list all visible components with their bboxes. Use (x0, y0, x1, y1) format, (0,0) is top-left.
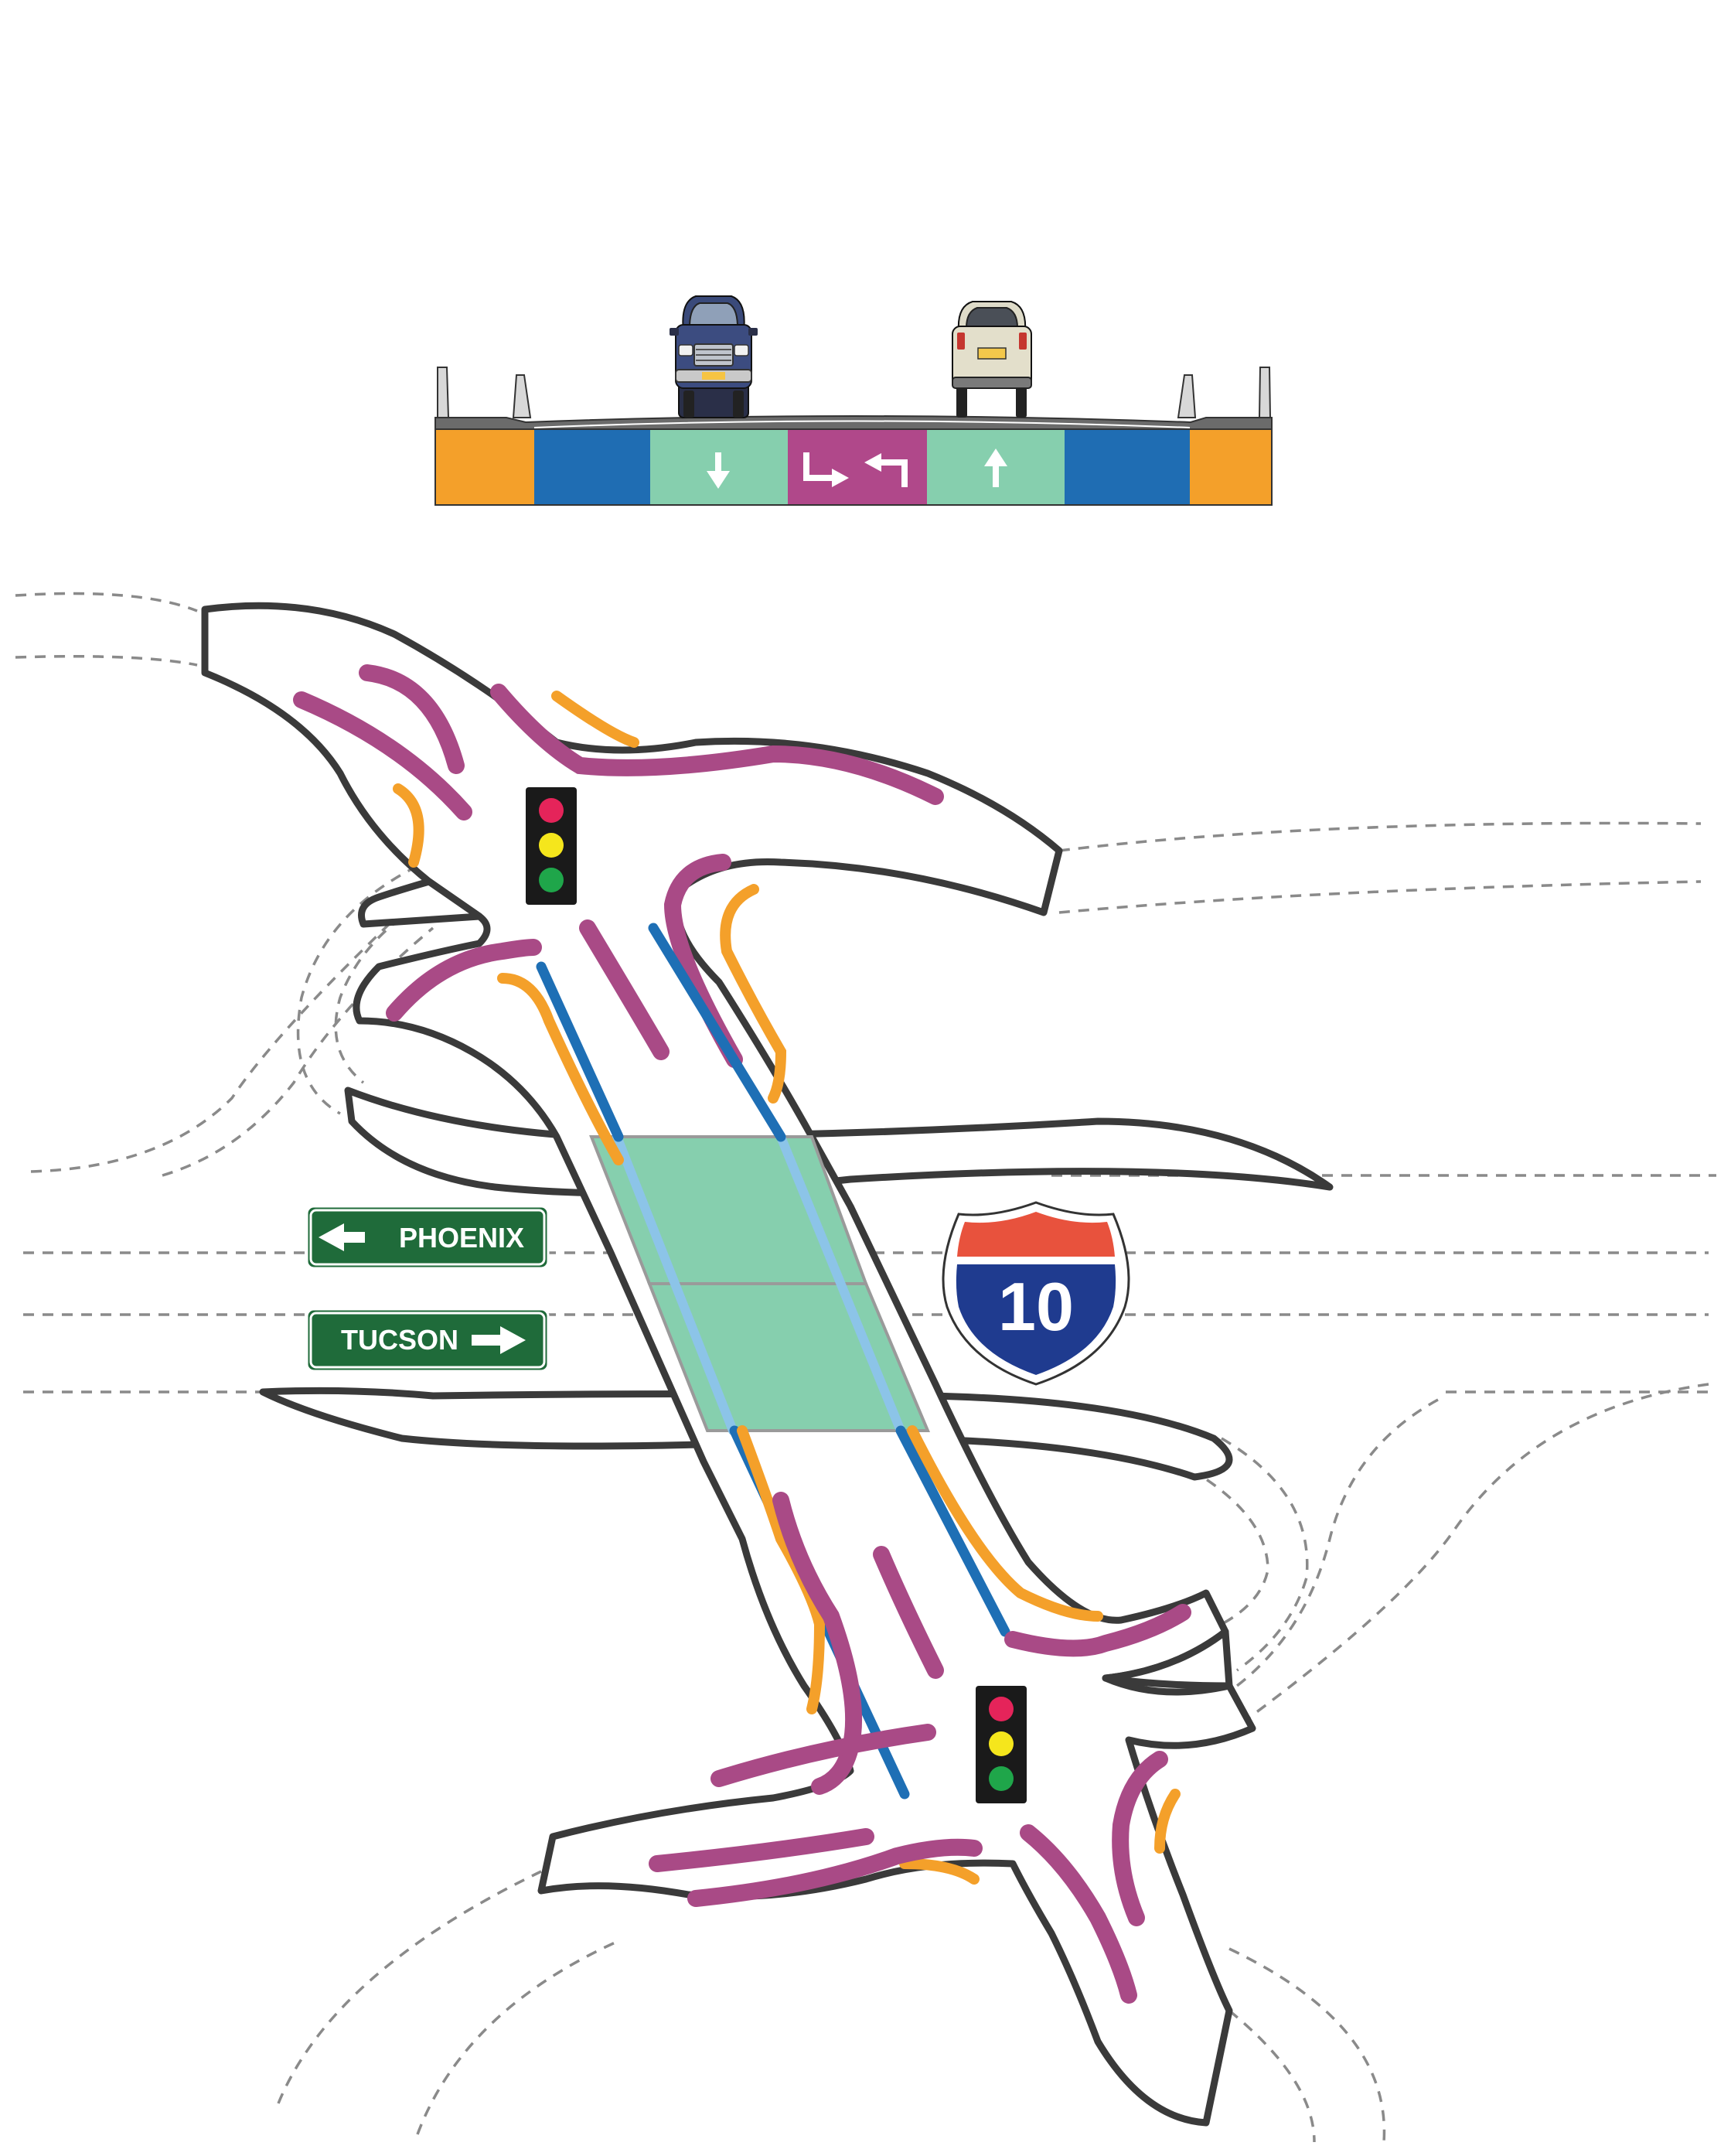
shield-number: 10 (998, 1268, 1074, 1345)
traffic-signal-lower-icon (976, 1686, 1027, 1803)
ramp-upper (344, 1087, 1334, 1197)
spur-lower-right (1102, 1628, 1233, 1690)
sign-phoenix: PHOENIX (305, 1205, 550, 1270)
dashed-road-lines (15, 592, 1716, 2143)
sign-tucson-label: TUCSON (341, 1324, 458, 1356)
interstate-10-shield: 10 (942, 1201, 1130, 1386)
van-rear-view-icon (952, 301, 1032, 418)
sign-phoenix-label: PHOENIX (399, 1222, 524, 1254)
xs-bike-lane-left (534, 429, 650, 505)
road-cross-section (434, 295, 1273, 506)
sign-tucson: TUCSON (305, 1308, 550, 1373)
xs-sidewalk-left (435, 429, 534, 505)
xs-barrier-left-outer (437, 367, 450, 418)
xs-bike-lane-right (1065, 429, 1190, 505)
lane-markings (293, 664, 1191, 2004)
xs-barrier-left-inner (512, 374, 532, 418)
xs-arrow-up-icon (984, 449, 1007, 487)
spur-upper-left (358, 878, 483, 928)
xs-sidewalk-right (1190, 429, 1272, 505)
xs-turn-arrows-icon (803, 452, 908, 487)
arrow-left-icon (319, 1223, 365, 1251)
xs-road-surface (434, 415, 1273, 430)
suv-front-view-icon (670, 295, 758, 418)
xs-barrier-right-outer (1258, 367, 1272, 418)
xs-barrier-right-inner (1177, 374, 1197, 418)
xs-turn-arrowheads (832, 453, 881, 487)
bridge-deck (589, 1132, 931, 1435)
traffic-signal-upper-icon (526, 787, 577, 905)
xs-arrow-down-icon (707, 452, 730, 489)
arrow-right-icon (472, 1326, 526, 1354)
